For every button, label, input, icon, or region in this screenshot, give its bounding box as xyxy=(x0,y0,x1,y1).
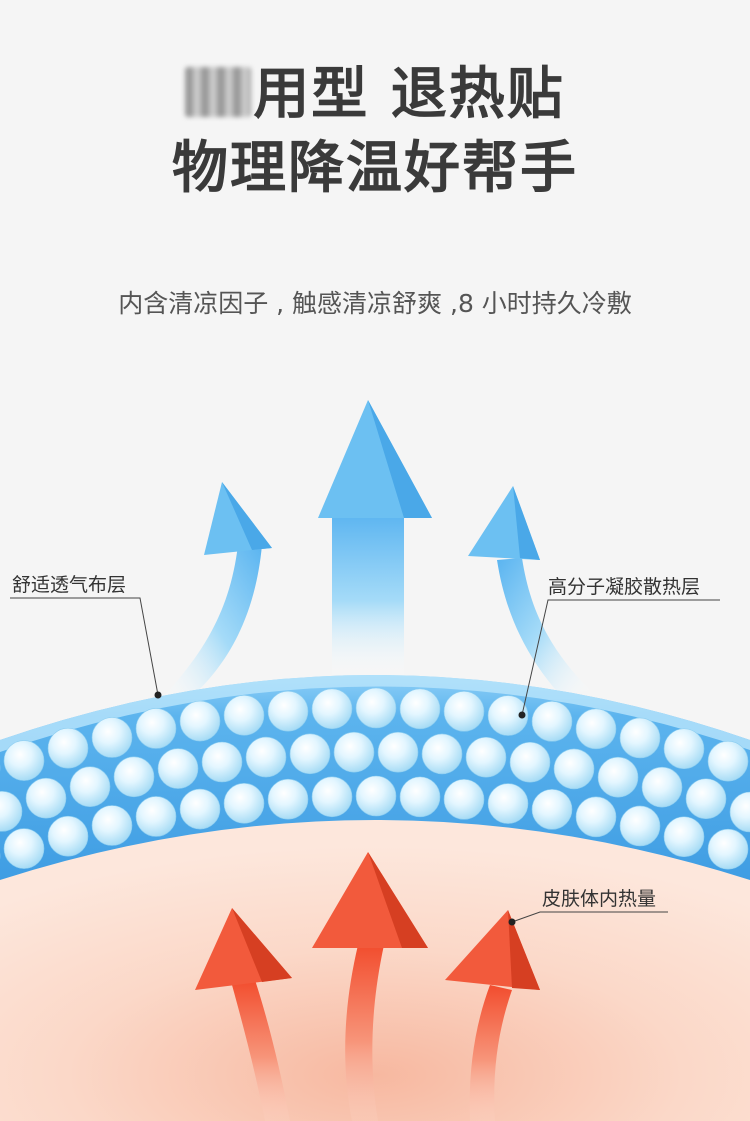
gel-bubble xyxy=(641,766,683,808)
label-gel-layer: 高分子凝胶散热层 xyxy=(548,576,701,598)
warm-arrow-left xyxy=(195,908,292,1121)
gel-bubble xyxy=(619,717,661,759)
gel-bubble xyxy=(399,776,441,818)
gel-bubble xyxy=(25,777,67,819)
subtitle: 内含清凉因子 , 触感清凉舒爽 ,8 小时持久冷敷 xyxy=(118,289,632,318)
gel-bubble xyxy=(707,828,749,870)
gel-bubble xyxy=(157,748,199,789)
gel-bubble xyxy=(0,791,23,832)
gel-bubble xyxy=(421,733,463,775)
cool-arrow-right xyxy=(468,486,590,695)
gel-bubble xyxy=(619,805,661,847)
gel-bubble xyxy=(729,791,750,833)
gel-bubble xyxy=(179,788,221,830)
gel-bubble xyxy=(531,701,573,742)
gel-bubble xyxy=(201,741,243,783)
gel-bubble xyxy=(487,695,529,736)
gel-bubble xyxy=(311,688,353,730)
title-area: 用型 退热贴 物理降温好帮手 xyxy=(0,58,750,206)
gel-bubble xyxy=(179,700,221,742)
gel-bubble xyxy=(91,805,133,846)
gel-bubble xyxy=(465,736,507,778)
gel-bubble xyxy=(531,789,573,830)
gel-bubble xyxy=(135,796,177,837)
label-skin-heat: 皮肤体内热量 xyxy=(542,888,657,910)
gel-bubble xyxy=(223,783,265,824)
gel-bubble xyxy=(113,756,155,798)
gel-bubble xyxy=(333,731,375,773)
callout-lines xyxy=(10,597,720,923)
gel-bubble xyxy=(487,783,529,824)
gel-bubble xyxy=(355,775,397,817)
gel-bubbles xyxy=(0,687,750,877)
callout-dots xyxy=(154,691,526,926)
gel-bubble xyxy=(311,776,353,818)
gel-bubble xyxy=(267,778,309,820)
title-line-1-text: 用型 退热贴 xyxy=(253,62,565,127)
cool-arrow-center xyxy=(318,400,432,675)
gel-bubble xyxy=(47,815,89,857)
gel-bubble xyxy=(223,695,265,736)
gel-bubble xyxy=(553,748,595,790)
cool-arrow-left xyxy=(165,482,272,700)
gel-bubble xyxy=(399,688,441,730)
label-fabric-layer: 舒适透气布层 xyxy=(12,574,127,596)
gel-bubble xyxy=(91,717,133,758)
gel-bubble xyxy=(245,736,287,778)
warm-arrow-center xyxy=(312,852,428,1121)
gel-bubble xyxy=(69,766,111,807)
gel-bubble xyxy=(663,816,705,858)
cool-arrows xyxy=(165,400,590,700)
gel-layer-highlight xyxy=(0,675,750,752)
gel-bubble xyxy=(509,741,551,783)
gel-bubble xyxy=(267,690,309,732)
gel-bubble xyxy=(355,687,397,729)
blurred-brand-mark xyxy=(185,67,252,117)
gel-bubble xyxy=(575,796,617,838)
title-line-1: 用型 退热贴 xyxy=(0,58,750,132)
gel-bubble xyxy=(663,728,705,770)
gel-bubble xyxy=(377,731,419,773)
title-line-2: 物理降温好帮手 xyxy=(172,136,578,201)
gel-bubble xyxy=(3,828,45,869)
gel-bubble xyxy=(575,708,617,750)
gel-bubble xyxy=(707,740,749,782)
gel-bubble xyxy=(289,733,331,775)
gel-bubble xyxy=(135,708,177,749)
gel-bubble xyxy=(597,756,639,798)
warm-arrows xyxy=(195,852,540,1121)
gel-bubble xyxy=(443,779,485,820)
warm-arrow-right xyxy=(445,910,540,1121)
gel-bubble xyxy=(47,727,89,769)
gel-bubble xyxy=(443,691,485,732)
gel-bubble xyxy=(3,740,45,781)
gel-bubble xyxy=(685,778,727,820)
